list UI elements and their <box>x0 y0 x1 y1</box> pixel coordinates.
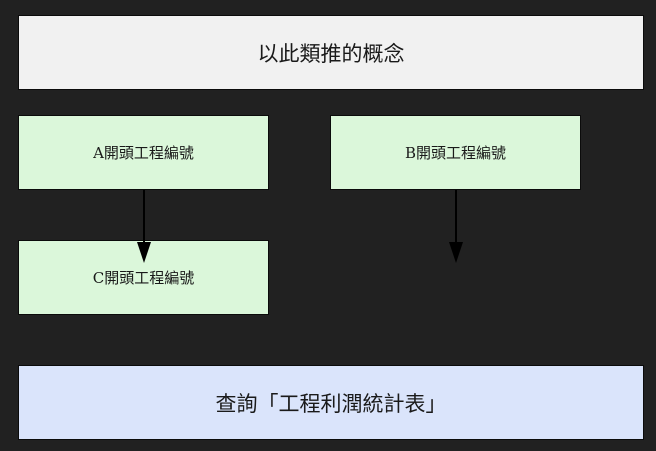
node-b: B開頭工程編號 <box>330 115 581 190</box>
arrow-b-down <box>449 190 463 263</box>
node-a: A開頭工程編號 <box>18 115 269 190</box>
concept-title: 以此類推的概念 <box>257 41 405 66</box>
node-b-label: B開頭工程編號 <box>404 144 507 162</box>
query-label: 查詢「工程利潤統計表」 <box>215 391 447 416</box>
query-box: 查詢「工程利潤統計表」 <box>18 365 644 440</box>
node-c-label: C開頭工程編號 <box>92 269 195 287</box>
node-a-label: A開頭工程編號 <box>93 144 194 162</box>
node-c: C開頭工程編號 <box>18 240 269 315</box>
concept-title-box: 以此類推的概念 <box>18 15 644 90</box>
